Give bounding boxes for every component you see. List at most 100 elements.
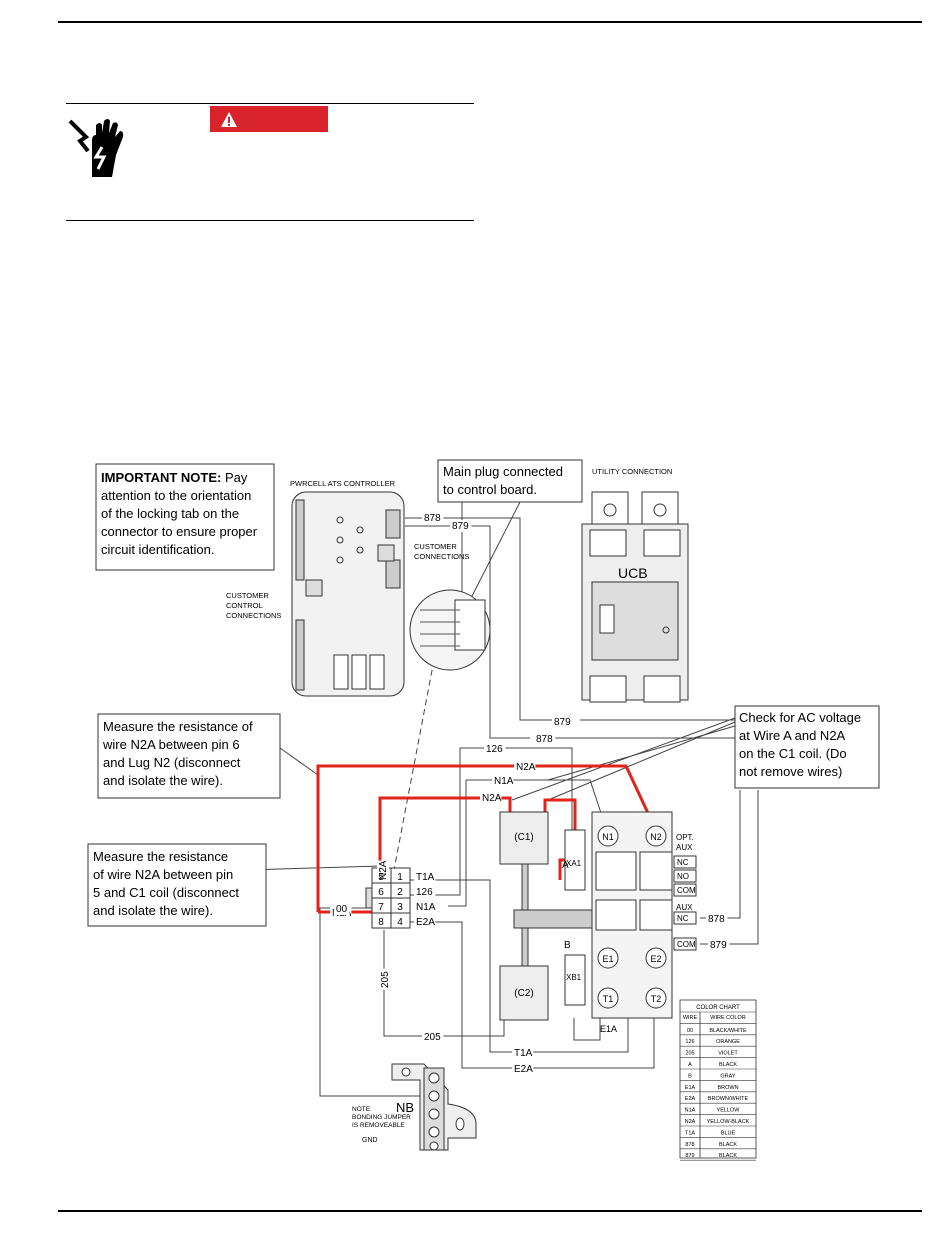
- ats-controller: [291, 491, 405, 697]
- wire-n2a-lug-highlight: [316, 764, 656, 912]
- color-chart-cell: YELLOW: [717, 1108, 741, 1114]
- e1-terminal-label: E1: [602, 954, 613, 964]
- connector-wire-label: 126: [416, 887, 433, 898]
- t2-terminal-label: T2: [651, 994, 662, 1004]
- e2-terminal-label: E2: [650, 954, 661, 964]
- color-chart-cell: 878: [685, 1142, 694, 1148]
- header-rule: [58, 21, 922, 23]
- measure-c1-box: [87, 843, 267, 927]
- color-chart-cell: 00: [687, 1028, 693, 1034]
- check-ac-text: on the C1 coil. (Do: [739, 746, 847, 761]
- bonding-note-label: IS REMOVEABLE: [352, 1122, 405, 1129]
- aux-contact-label: NO: [677, 872, 689, 881]
- c2-coil-label: (C2): [514, 988, 533, 999]
- color-chart-header: WIRE COLOR: [710, 1015, 745, 1021]
- nb-label: NB: [396, 1100, 414, 1115]
- n1-terminal-label: N1: [602, 832, 614, 842]
- connector-wire-label: E2A: [416, 917, 435, 928]
- wire-label-n2a-vertical: N2A: [378, 860, 389, 880]
- n2-terminal-label: N2: [650, 832, 662, 842]
- wire-label-b: B: [564, 940, 571, 951]
- color-chart-cell: ORANGE: [716, 1039, 740, 1045]
- color-chart-cell: BROWN: [717, 1085, 738, 1091]
- wire-label-878-right: 878: [708, 914, 725, 925]
- color-chart-cell: GRAY: [720, 1073, 736, 1079]
- electrical-shock-hand-icon: [66, 111, 130, 188]
- opt-aux-label: OPT.: [676, 833, 694, 842]
- opt-aux-label: AUX: [676, 843, 693, 852]
- utility-connection-label: UTILITY CONNECTION: [592, 467, 672, 476]
- measure-lug-box: [97, 713, 281, 799]
- bonding-note-label: NOTE:: [352, 1106, 372, 1113]
- connector-pin: 1: [397, 872, 403, 883]
- transfer-contactor: [499, 811, 697, 1021]
- utility-circuit-breaker: [581, 491, 689, 703]
- connector-zoom: [409, 589, 491, 671]
- aux-label: AUX: [676, 903, 693, 912]
- measure-lug-text: wire N2A between pin 6: [102, 737, 240, 752]
- wire-label-n2a: N2A: [482, 793, 502, 804]
- measure-lug-text: and Lug N2 (disconnect: [103, 755, 241, 770]
- color-chart-cell: E1A: [685, 1085, 696, 1091]
- danger-badge: [210, 106, 328, 132]
- color-chart-cell: B: [688, 1073, 692, 1079]
- wire-n2a-c1-highlight: [378, 796, 512, 880]
- xa1-label: XA1: [566, 859, 582, 868]
- wire-label-126: 126: [486, 744, 503, 755]
- measure-c1-text: and isolate the wire).: [93, 903, 213, 918]
- connector-wire-label: N1A: [416, 902, 436, 913]
- color-chart-cell: BLACK: [719, 1153, 737, 1159]
- aux-contact-label: COM: [677, 886, 696, 895]
- wire-label-e1a: E1A: [600, 1024, 617, 1034]
- color-chart-cell: 205: [685, 1051, 694, 1057]
- wire-label-878: 878: [424, 513, 441, 524]
- c1-coil-label: (C1): [514, 832, 533, 843]
- wire-label-879-right: 879: [710, 940, 727, 951]
- wire-label-n1a: N1A: [494, 776, 514, 787]
- connector-pin: 6: [378, 887, 384, 898]
- main-plug-box: [437, 459, 583, 503]
- wire-label-879: 879: [554, 717, 571, 728]
- color-chart-cell: BROWN/WHITE: [708, 1096, 749, 1102]
- dashed-pointer: [393, 659, 435, 871]
- important-note-box: [95, 463, 275, 571]
- aux-contact-label: NC: [677, 858, 689, 867]
- bonding-note-label: BONDING JUMPER: [352, 1114, 411, 1121]
- t1-terminal-label: T1: [603, 994, 614, 1004]
- color-chart-cell: E2A: [685, 1096, 696, 1102]
- controller-label: PWRCELL ATS CONTROLLER: [290, 479, 396, 488]
- gnd-label: GND: [362, 1137, 378, 1144]
- important-note-text: IMPORTANT NOTE: Pay: [101, 470, 248, 485]
- connector-pin: 4: [397, 917, 403, 928]
- wire-label-878: 878: [536, 734, 553, 745]
- wire-label-00: 00: [336, 904, 348, 915]
- color-chart-cell: BLACK: [719, 1062, 737, 1068]
- wire-label-879: 879: [452, 521, 469, 532]
- color-chart-cell: BLUE: [721, 1130, 736, 1136]
- measure-lug-text: Measure the resistance of: [103, 719, 253, 734]
- check-ac-box: [734, 705, 880, 789]
- wire-label-t1a: T1A: [514, 1048, 533, 1059]
- color-chart-cell: T1A: [685, 1130, 695, 1136]
- wire-label-n2a: N2A: [516, 762, 536, 773]
- danger-bottom-line: [66, 220, 474, 221]
- color-chart-cell: BLACK/WHITE: [709, 1028, 747, 1034]
- wire-label-a: A: [562, 860, 569, 871]
- color-chart-title: COLOR CHART: [696, 1005, 740, 1011]
- danger-box: [66, 103, 474, 221]
- wire-label-205-vertical: 205: [380, 971, 391, 988]
- check-ac-text: Check for AC voltage: [739, 710, 861, 725]
- color-chart-cell: 879: [685, 1153, 694, 1159]
- color-chart-cell: VIOLET: [718, 1051, 738, 1057]
- color-chart-table: [679, 999, 757, 1159]
- check-ac-text: not remove wires): [739, 764, 842, 779]
- color-chart-cell: 126: [685, 1039, 694, 1045]
- important-note-text: of the locking tab on the: [101, 506, 239, 521]
- color-chart-cell: N1A: [685, 1108, 696, 1114]
- wire-label-205: 205: [424, 1032, 441, 1043]
- measure-c1-text: Measure the resistance: [93, 849, 228, 864]
- footer-rule: [58, 1210, 922, 1212]
- aux-contact-label: COM: [677, 940, 696, 949]
- wire-label-e2a: E2A: [514, 1064, 533, 1075]
